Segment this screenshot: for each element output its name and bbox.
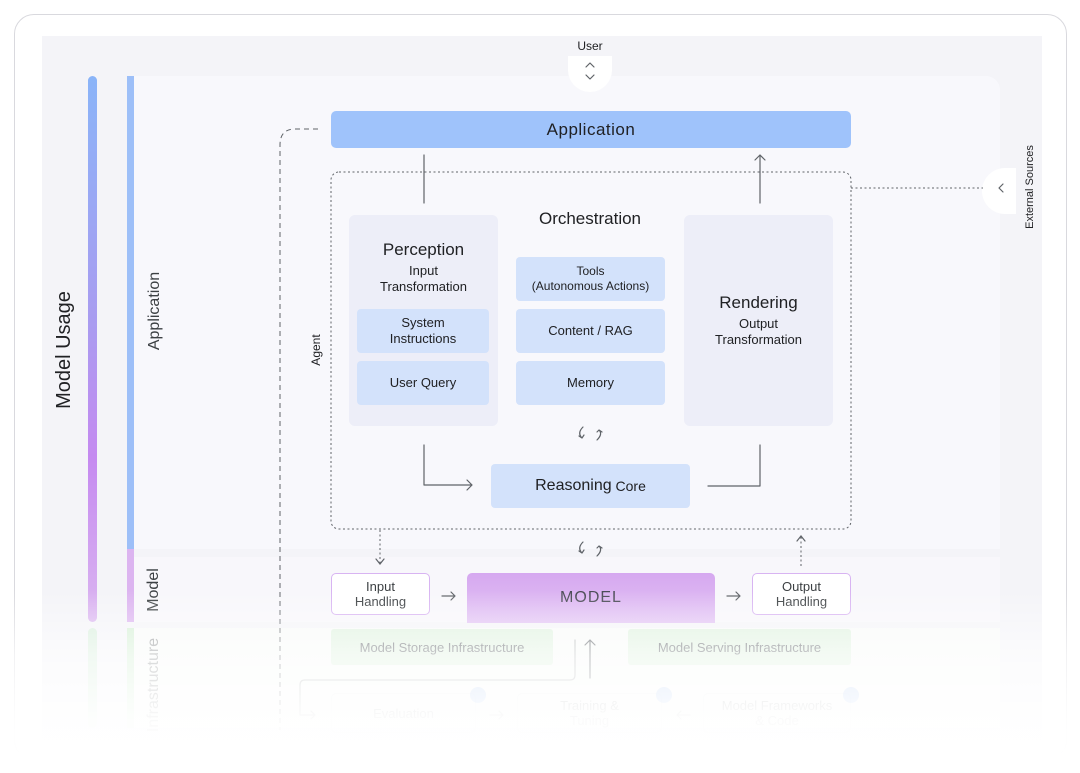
model-cycle-icon <box>578 541 585 554</box>
system-instructions-label: System Instructions <box>389 315 457 346</box>
model-label: MODEL <box>560 589 622 606</box>
evaluation-label: Evaluation <box>373 705 434 721</box>
memory-label: Memory <box>567 375 614 390</box>
agent-label: Agent <box>309 334 323 366</box>
application-bar: Application <box>331 111 851 148</box>
user-query-box: User Query <box>357 361 489 405</box>
external-sources-chevron-icon <box>998 183 1004 193</box>
frameworks-label: Model Frameworks & Code <box>721 698 833 728</box>
training-box: Training & Tuning <box>517 693 662 733</box>
reasoning-core-bold: Reasoning <box>535 477 612 494</box>
user-up-chevron-icon <box>585 62 595 68</box>
system-instructions-box: System Instructions <box>357 309 489 353</box>
frameworks-box: Model Frameworks & Code <box>703 693 851 733</box>
training-label: Training & Tuning <box>560 698 619 728</box>
perception-title: Perception <box>382 240 465 259</box>
model-storage-box: Model Storage Infrastructure <box>331 629 553 665</box>
reasoning-core-rest: Core <box>611 478 646 494</box>
rendering-subtitle: Output Transformation <box>715 316 802 347</box>
output-handling-label: Output Handling <box>775 579 828 609</box>
orchestration-title: Orchestration <box>538 209 642 228</box>
rendering-title: Rendering <box>719 293 798 312</box>
evaluation-box: Evaluation <box>331 693 476 733</box>
tools-label: Tools (Autonomous Actions) <box>531 264 650 293</box>
evaluation-badge-icon <box>470 687 486 703</box>
user-query-label: User Query <box>389 375 457 390</box>
reasoning-cycle-icon <box>578 426 585 439</box>
frameworks-badge-icon <box>843 687 859 703</box>
perception-subtitle: Input Transformation <box>380 263 467 294</box>
model-serving-label: Model Serving Infrastructure <box>657 639 822 655</box>
reasoning-core-box: Reasoning Core <box>491 464 690 508</box>
model-box: MODEL <box>467 573 715 623</box>
output-handling-box: Output Handling <box>752 573 851 615</box>
content-rag-label: Content / RAG <box>548 323 633 338</box>
model-serving-box: Model Serving Infrastructure <box>628 629 851 665</box>
tools-box: Tools (Autonomous Actions) <box>516 257 665 301</box>
content-rag-box: Content / RAG <box>516 309 665 353</box>
application-bar-label: Application <box>546 119 636 139</box>
user-down-chevron-icon <box>585 74 595 80</box>
training-badge-icon <box>656 687 672 703</box>
model-storage-label: Model Storage Infrastructure <box>359 639 525 655</box>
input-handling-box: Input Handling <box>331 573 430 615</box>
input-handling-label: Input Handling <box>354 579 407 609</box>
memory-box: Memory <box>516 361 665 405</box>
